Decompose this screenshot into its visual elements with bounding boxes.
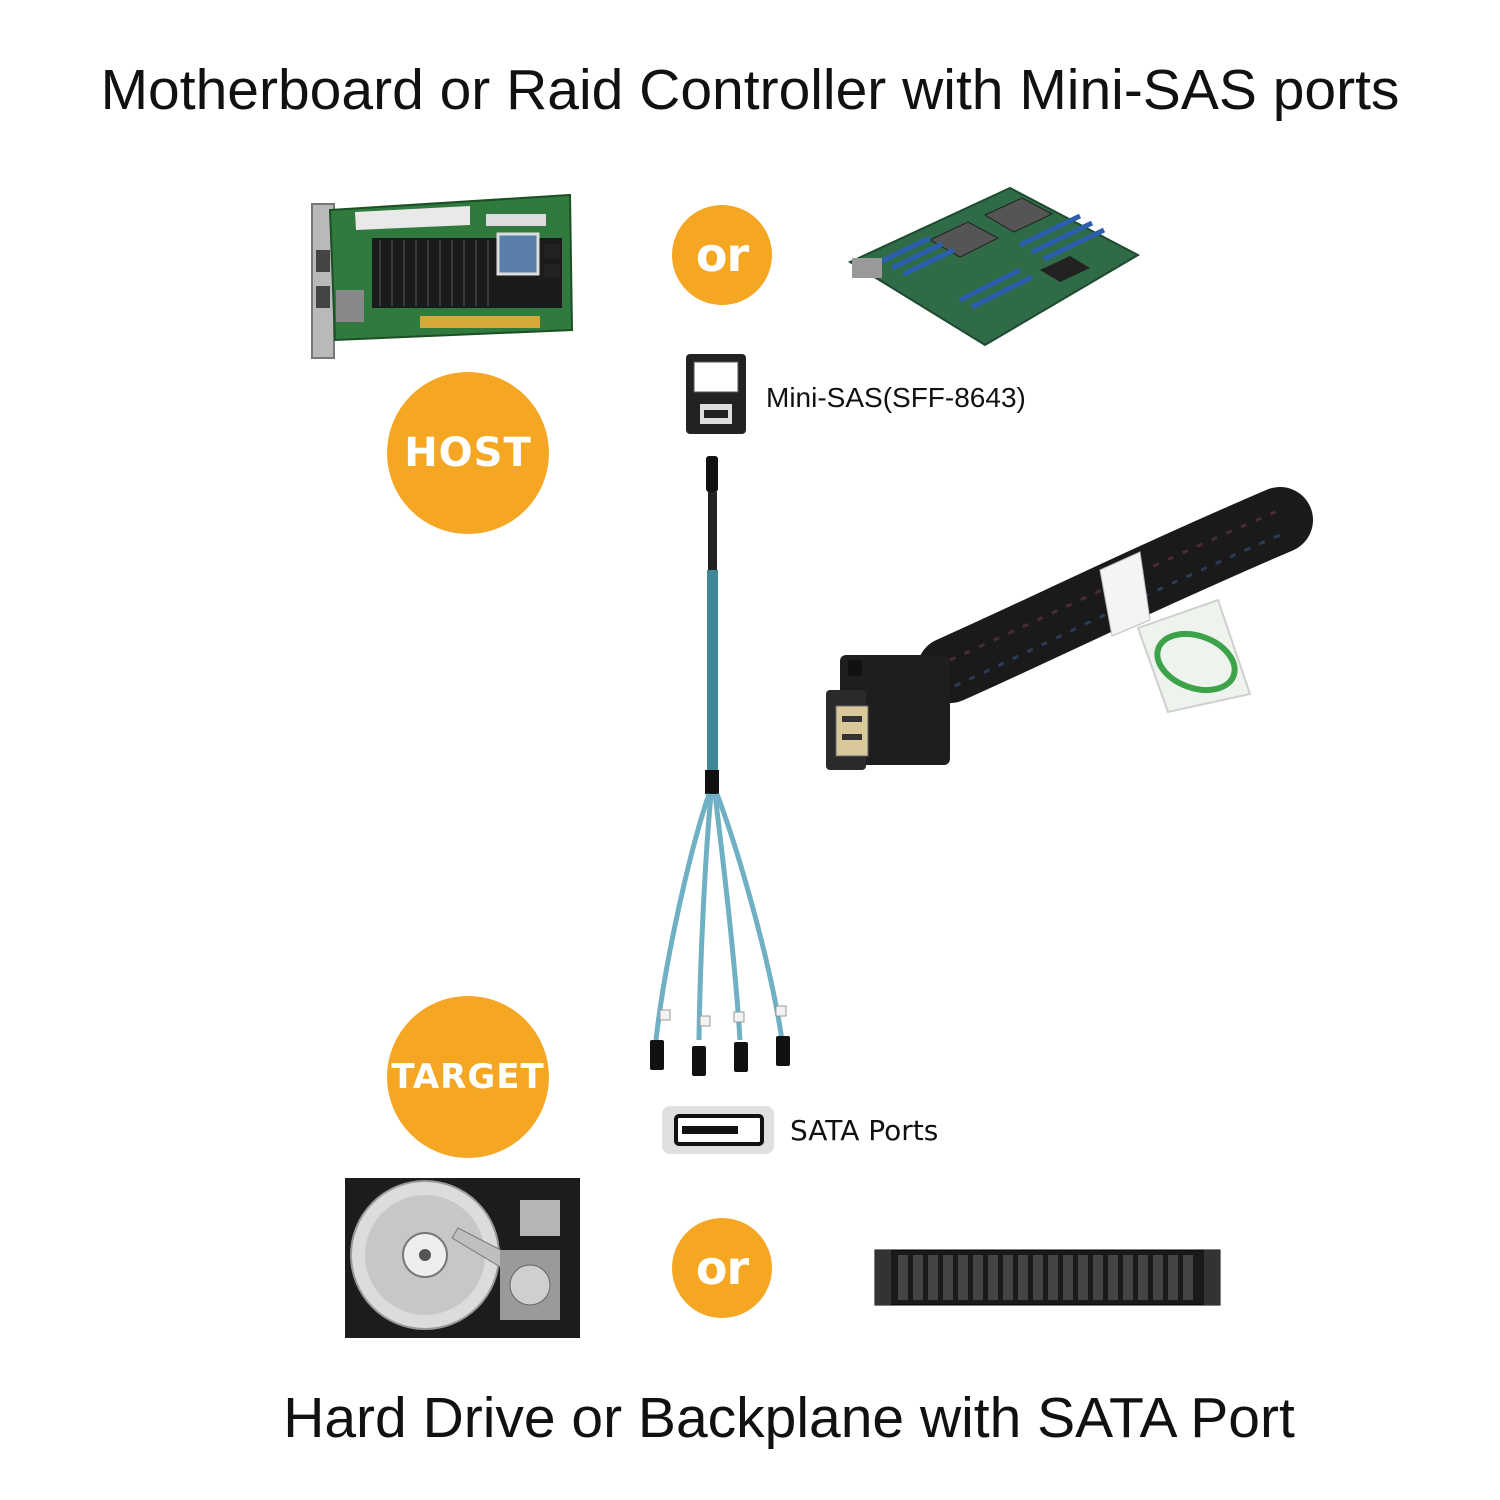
header-title: Motherboard or Raid Controller with Mini… [100, 58, 1400, 122]
host-badge: HOST [387, 372, 549, 534]
target-badge-label: TARGET [391, 1057, 545, 1097]
target-badge: TARGET [387, 996, 549, 1158]
or-badge-bottom-label: or [695, 1241, 749, 1295]
hard-drive-icon [345, 1178, 580, 1338]
fanout-cable-icon [650, 456, 790, 1076]
motherboard-icon [847, 186, 1141, 347]
raid-controller-card-icon [311, 193, 574, 359]
or-badge-top-label: or [695, 228, 749, 282]
footer-title: Hard Drive or Backplane with SATA Port [283, 1386, 1295, 1450]
or-badge-bottom: or [672, 1218, 772, 1318]
minisas-port-icon [686, 354, 746, 434]
host-badge-label: HOST [404, 430, 532, 476]
minisas-label: Mini-SAS(SFF-8643) [766, 382, 1026, 413]
backplane-icon [874, 1249, 1221, 1306]
or-badge-top: or [672, 205, 772, 305]
sata-ports-label: SATA Ports [790, 1114, 939, 1147]
minisas-connector-photo-icon [826, 487, 1313, 770]
sata-port-icon [662, 1106, 774, 1154]
